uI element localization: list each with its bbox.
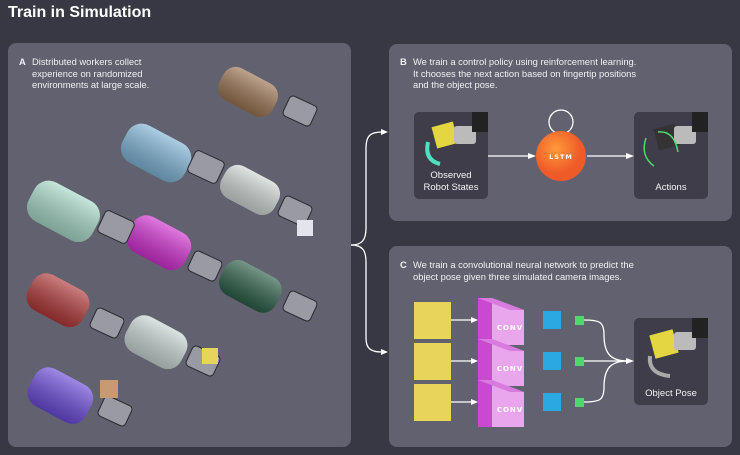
arrow-head (626, 358, 634, 364)
worker-cylinders (26, 66, 282, 424)
text-line: object pose given three simulated camera… (413, 270, 622, 282)
box-label: Observed (430, 170, 472, 181)
object-pose-box: Object Pose (634, 318, 708, 405)
box-label: Object Pose (645, 388, 697, 399)
cnn-branch: CONV (414, 360, 629, 427)
camera-image (414, 384, 451, 421)
box-label: Actions (655, 182, 687, 193)
observed-robot-states-box: Observed Robot States (414, 112, 488, 199)
dense-layer (543, 393, 561, 411)
robot-actions-icon (643, 112, 708, 167)
text-line: environments at large scale. (32, 79, 150, 90)
text-line: We train a control policy using reinforc… (413, 56, 637, 67)
panel-letter: A (19, 56, 26, 67)
lstm-node (536, 131, 586, 181)
conv-label: CONV (497, 324, 523, 332)
cnn-branch: CONV (414, 339, 628, 386)
box-label: Robot States (423, 182, 479, 193)
panel-b-text: B We train a control policy using reinfo… (400, 56, 637, 91)
text-line: We train a convolutional neural network … (413, 259, 634, 270)
conv-label: CONV (497, 406, 523, 414)
camera-image (414, 343, 451, 380)
page-title: Train in Simulation (8, 4, 152, 21)
camera-image (414, 302, 451, 339)
robot-cube-icon (425, 112, 488, 166)
panel-c-text: C We train a convolutional neural networ… (400, 259, 634, 282)
arrow-head (381, 129, 388, 135)
dense-layer (543, 352, 561, 370)
cubes (100, 220, 313, 398)
panel-letter: C (400, 259, 407, 270)
output-node (575, 357, 584, 366)
text-line: It chooses the next action based on fing… (413, 67, 637, 79)
dense-layer (543, 311, 561, 329)
output-node (575, 316, 584, 325)
actions-box: Actions (634, 112, 708, 199)
text-line: and the object pose. (413, 79, 498, 90)
text-line: experience on randomized (32, 67, 143, 79)
text-line: Distributed workers collect (32, 56, 142, 67)
cnn-branch: CONV (414, 298, 629, 362)
output-node (575, 398, 584, 407)
panel-a-text: A Distributed workers collect experience… (19, 56, 150, 91)
object-pose-icon (647, 318, 708, 378)
lstm-label: LSTM (549, 153, 573, 161)
conv-label: CONV (497, 365, 523, 373)
arrow-head (381, 349, 388, 355)
connector-arrows (350, 131, 383, 353)
panel-letter: B (400, 56, 407, 67)
